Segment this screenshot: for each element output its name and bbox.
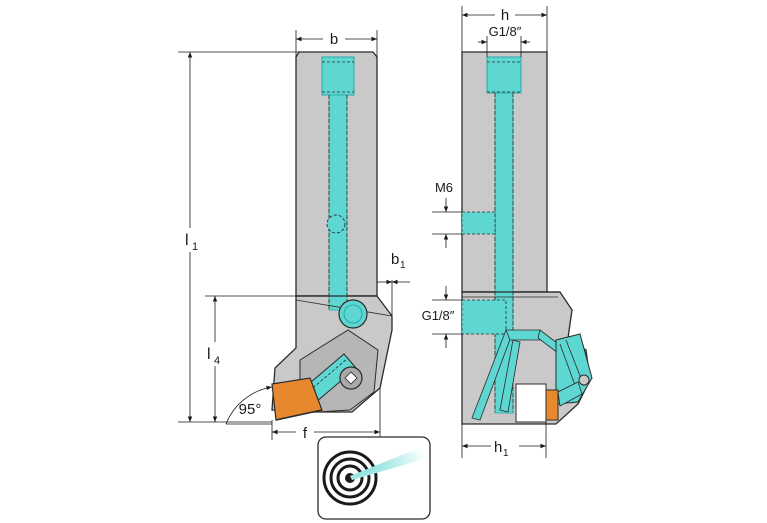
dim-g18-side-label: G1/8″ [422, 308, 455, 323]
dim-l4-label: l [207, 346, 211, 363]
dim-l4-sub: 4 [214, 355, 220, 367]
front-coolant-channel [328, 94, 348, 311]
angle-arc [225, 385, 273, 425]
angle-label: 95° [239, 401, 262, 418]
dim-b1-sub: 1 [400, 260, 406, 271]
side-view: h G1/8″ M6 G1/8″ h 1 [416, 6, 593, 459]
dim-b-label: b [330, 31, 338, 48]
front-head-screw [338, 299, 368, 329]
side-insert-seat [515, 383, 547, 423]
dim-h1-label: h [494, 439, 502, 456]
dim-h-label: h [501, 7, 509, 24]
dim-l1-label: l [185, 232, 189, 249]
dim-f-label: f [303, 425, 308, 442]
side-g18-port [461, 299, 507, 335]
dim-m6-label: M6 [435, 180, 453, 195]
dim-b1-label: b [391, 251, 399, 268]
side-insert [545, 389, 559, 421]
dim-g18-top-label: G1/8″ [489, 24, 522, 39]
dim-h1-sub: 1 [503, 448, 509, 459]
coolant-symbol [317, 436, 431, 520]
coolant-target-icon [322, 446, 428, 506]
front-cross-port [326, 214, 346, 234]
front-view: b l 1 l 4 b 1 95° f [178, 30, 410, 442]
side-m6-channel [461, 211, 496, 235]
front-coolant-port [321, 56, 355, 96]
dim-l1-sub: 1 [192, 241, 198, 253]
